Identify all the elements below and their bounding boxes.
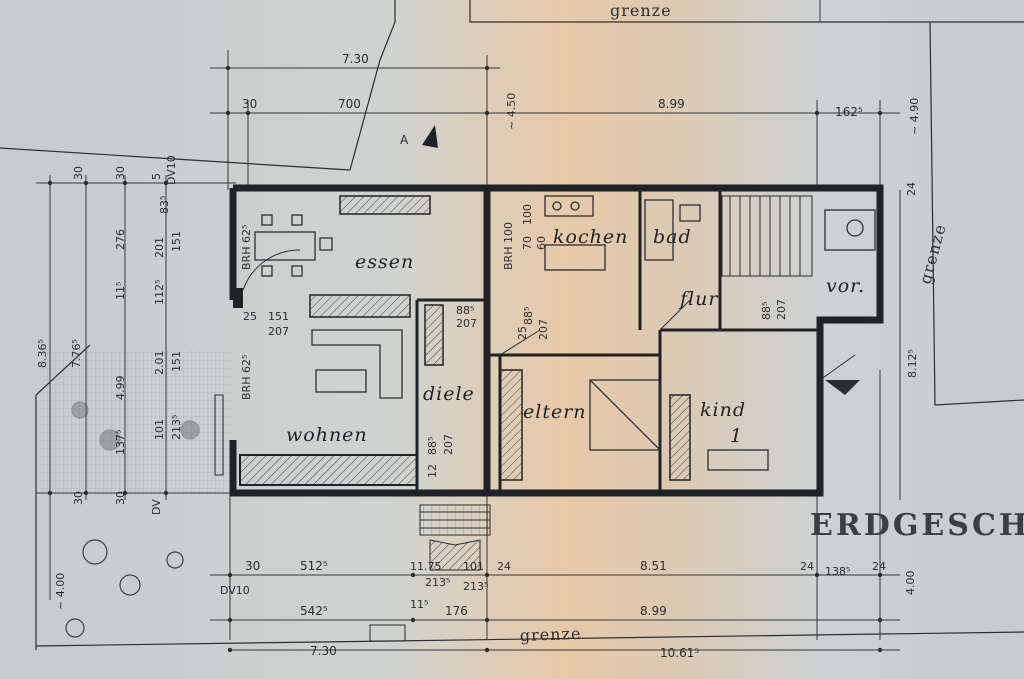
dim-left-201a: 201: [153, 237, 166, 258]
dim-left-2135: 213⁵: [170, 415, 183, 440]
svg-text:A: A: [400, 133, 409, 147]
window-label-dv10-bottom: DV10: [220, 584, 250, 597]
dim-left-499: 4.99: [114, 376, 127, 401]
window-label-brh62-bottom: BRH 62⁵: [240, 355, 253, 400]
dim-bot-5125: 512⁵: [300, 559, 328, 573]
dim-in-207b: 207: [456, 317, 477, 330]
boundary-label-top: grenze: [610, 1, 672, 20]
dim-bot-101: 101: [463, 560, 484, 573]
entrance-marker: [825, 380, 860, 395]
dim-bot-730: 7.30: [310, 644, 337, 658]
terrace-area: [40, 350, 230, 495]
cabinets: [309, 195, 691, 481]
dim-left-836: 8.36⁵: [36, 339, 49, 368]
dim-bot-115: 11⁵: [410, 598, 428, 611]
dim-in-1285: 12: [426, 464, 439, 478]
dim-left-101: 101: [153, 419, 166, 440]
window-label-dv10-top: DV10: [165, 155, 178, 185]
dim-left-835: 83⁵: [158, 196, 171, 214]
dim-left-400: ~ 4.00: [54, 573, 67, 610]
dim-top-899: 8.99: [658, 97, 685, 111]
room-label-kind-number: 1: [730, 425, 743, 447]
dim-in-60: 60: [535, 236, 548, 250]
dim-left-30b: 30: [114, 166, 127, 180]
dim-bot-1175: 11.75: [410, 560, 442, 573]
dim-in-151: 151: [268, 310, 289, 323]
room-label-flur: flur: [678, 288, 719, 310]
dim-bot-10615: 10.61⁵: [660, 646, 699, 660]
furniture: [254, 195, 876, 471]
dim-top-490: ~ 4.90: [908, 98, 921, 135]
dim-bot-1385: 138⁵: [825, 565, 850, 578]
exterior-walls: [229, 184, 884, 497]
dim-top-700: 700: [338, 97, 361, 111]
room-label-wohnen: wohnen: [286, 424, 368, 446]
dim-bot-2135a: 213⁵: [425, 576, 450, 589]
dim-left-30c: 30: [72, 491, 85, 505]
dim-in-207: 207: [268, 325, 289, 338]
dim-bot-24a: 24: [497, 560, 511, 573]
dim-left-137: 137⁵: [114, 430, 127, 455]
dim-bot-30: 30: [245, 559, 260, 573]
dim-left-151b: 151: [170, 351, 183, 372]
room-label-diele: diele: [423, 383, 475, 405]
room-label-bad: bad: [653, 226, 692, 248]
dim-bot-24c: 24: [872, 560, 886, 573]
dim-bot-400: 4.00: [904, 571, 917, 596]
window-label-brh62-top: BRH 62⁵: [240, 225, 253, 270]
dim-left-115: 11⁵: [114, 282, 127, 300]
dim-left-30d: 30: [114, 491, 127, 505]
north-arrow: A: [400, 125, 438, 148]
dim-in-25: 25: [243, 310, 257, 323]
dim-left-151a: 151: [170, 231, 183, 252]
dim-left-1125: 112⁵: [153, 280, 166, 305]
dim-bot-176: 176: [445, 604, 468, 618]
dim-left-30a: 30: [72, 166, 85, 180]
dim-in-885b: 88⁵: [522, 307, 535, 325]
dim-top-24: 24: [905, 182, 918, 196]
dim-in-885c: 88⁵: [426, 437, 439, 455]
dim-bot-5425: 542⁵: [300, 604, 328, 618]
dim-in-885a: 88⁵: [456, 304, 474, 317]
dim-in-207e: 207: [775, 299, 788, 320]
window-label-dv: DV: [150, 499, 163, 515]
dim-bot-24b: 24: [800, 560, 814, 573]
window-label-brh100: BRH 100: [502, 222, 515, 270]
dim-top-1625: 162⁵: [835, 105, 863, 119]
dim-top-730: 7.30: [342, 52, 369, 66]
dim-right-8125: 8.12⁵: [906, 349, 919, 378]
garden-plants: [65, 401, 200, 638]
dim-top-30: 30: [242, 97, 257, 111]
room-label-kind: kind: [700, 399, 746, 421]
dim-in-207c: 207: [537, 319, 550, 340]
dim-left-276: 276: [114, 229, 127, 250]
dim-left-201b: 2.01: [153, 351, 166, 376]
dim-in-100: 100: [521, 204, 534, 225]
dim-in-25b: 25: [516, 326, 529, 340]
staircase: [419, 195, 813, 536]
room-label-eltern: eltern: [523, 401, 587, 423]
door-swings: [242, 249, 856, 571]
dim-bot-851: 8.51: [640, 559, 667, 573]
dim-in-207d: 207: [442, 434, 455, 455]
dim-bot-2135b: 213⁵: [463, 580, 488, 593]
boundary-label-bottom: grenze: [519, 624, 581, 645]
floor-label: ERDGESCH: [810, 508, 1024, 543]
dim-in-885d: 88⁵: [760, 302, 773, 320]
room-label-essen: essen: [355, 251, 414, 273]
room-label-kochen: kochen: [553, 226, 628, 248]
dim-left-776: 7.76⁵: [70, 339, 83, 368]
room-label-vor: vor.: [826, 275, 865, 297]
meter-box: [369, 624, 406, 642]
dim-left-5: 5: [150, 173, 163, 180]
dim-bot-899: 8.99: [640, 604, 667, 618]
dim-top-450: ~ 4.50: [505, 93, 518, 130]
dim-in-70: 70: [521, 236, 534, 250]
